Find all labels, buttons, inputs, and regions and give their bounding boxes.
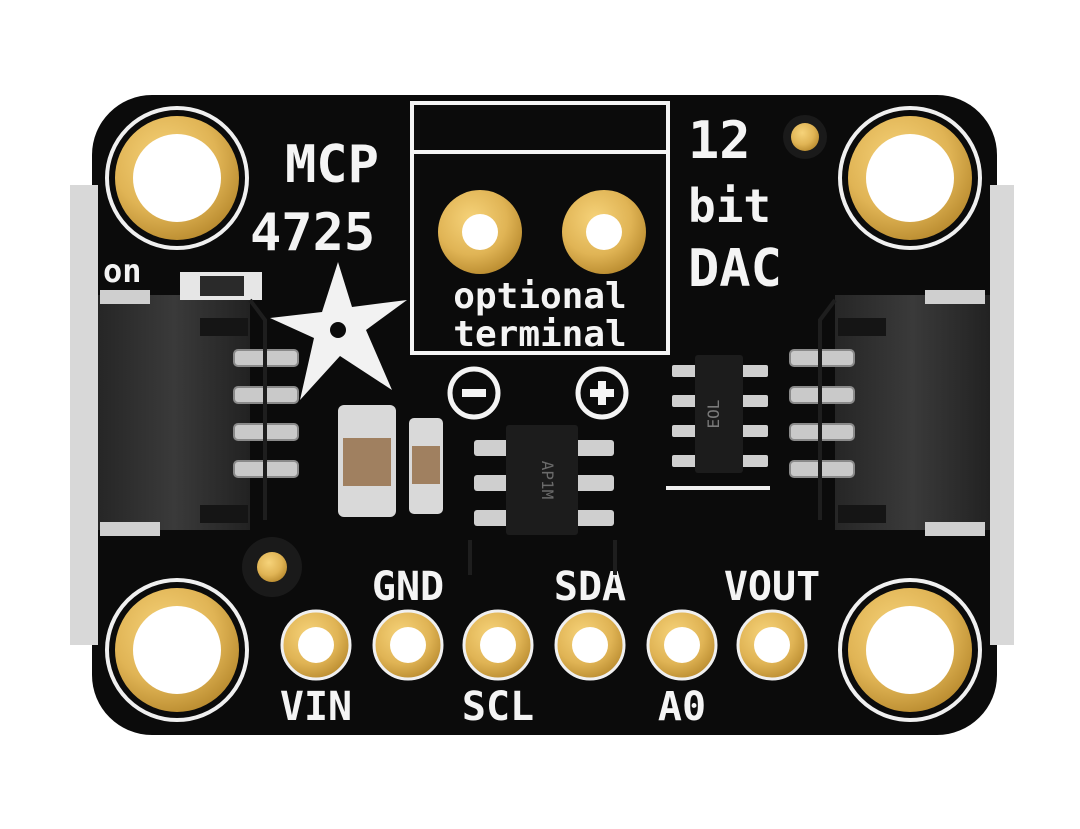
header-pad-sda — [554, 609, 626, 681]
header-pad-vin — [280, 609, 352, 681]
terminal-label-line1: optional — [453, 276, 626, 317]
logo-center — [330, 322, 346, 338]
header-pad-scl — [462, 609, 534, 681]
pin-label-vout: VOUT — [724, 564, 820, 610]
header-pad-gnd — [372, 609, 444, 681]
dac-chip: AP1M — [474, 425, 614, 535]
pin-label-a0: A0 — [658, 684, 706, 730]
resolution-line3: DAC — [688, 239, 782, 299]
pcb-edge-right — [990, 185, 1014, 645]
capacitor-large — [338, 405, 396, 517]
via-bottom-left — [242, 537, 302, 597]
polarity-minus-symbol — [447, 366, 501, 420]
terminal-pad-plus — [562, 190, 646, 274]
chip-name-line1: MCP — [285, 135, 379, 195]
resolution-line2: bit — [688, 179, 771, 233]
capacitor-small — [409, 418, 443, 514]
pcb-board — [92, 95, 997, 735]
terminal-label-line2: terminal — [453, 314, 626, 355]
resolution-line1: 12 — [688, 111, 751, 171]
header-pad-a0 — [646, 609, 718, 681]
terminal-outline — [410, 101, 670, 355]
power-led-label: on — [103, 252, 142, 290]
polarity-plus-symbol — [575, 366, 629, 420]
chip-name-line2: 4725 — [250, 203, 375, 263]
pin-label-scl: SCL — [462, 684, 534, 730]
dac-chip-marking: AP1M — [538, 461, 557, 500]
pin-label-vin: VIN — [280, 684, 352, 730]
regulator-chip: EOL — [666, 355, 770, 490]
header-pad-vout — [736, 609, 808, 681]
pin-label-gnd: GND — [372, 564, 444, 610]
mounting-hole-top-left — [105, 106, 249, 250]
terminal-pad-minus — [438, 190, 522, 274]
silkscreen-traces — [248, 298, 837, 575]
pcb-edge-left — [70, 185, 98, 645]
mounting-hole-top-right — [838, 106, 982, 250]
via-top-right — [783, 115, 827, 159]
power-led — [180, 272, 262, 300]
stemma-connector-left — [98, 290, 299, 536]
mounting-hole-bottom-left — [105, 578, 249, 722]
mounting-hole-bottom-right — [838, 578, 982, 722]
regulator-chip-marking: EOL — [704, 400, 723, 429]
stemma-connector-right — [789, 290, 990, 536]
